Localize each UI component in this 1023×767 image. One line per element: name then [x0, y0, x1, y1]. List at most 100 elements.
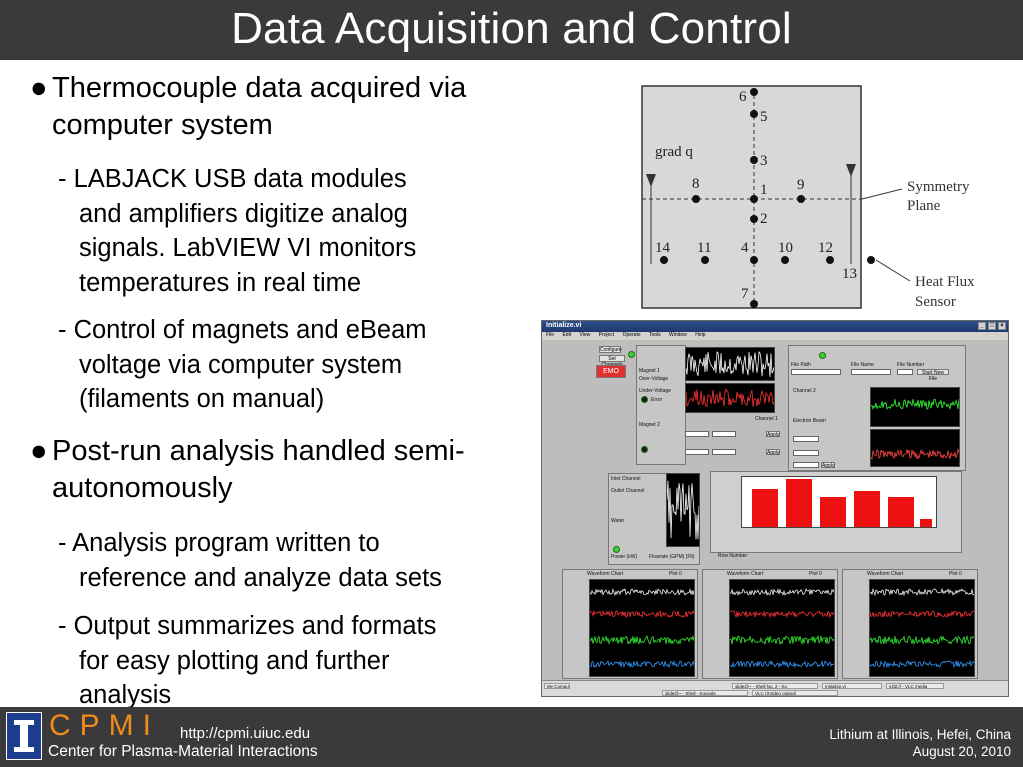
minimize-icon[interactable]: _	[978, 322, 986, 330]
cpmi-url[interactable]: http://cpmi.uiuc.edu	[180, 725, 311, 742]
sub-bullet-2a: - Analysis program written to reference …	[58, 526, 442, 595]
menu-tools[interactable]: Tools	[648, 332, 661, 338]
thermocouple-point	[750, 215, 758, 223]
sub-bullet-line: temperatures in real time	[79, 268, 362, 297]
apply-button[interactable]: Apply	[766, 449, 780, 456]
error-label: Error	[651, 397, 663, 403]
thermocouple-layout-figure: grad q 6 5 3 8 1 9 2 14 11 4 10 1	[641, 85, 975, 310]
status-led	[641, 446, 648, 453]
series-trace	[729, 634, 835, 646]
file-number-field[interactable]	[897, 369, 913, 375]
cpmi-logo	[6, 712, 42, 760]
magnet-voltage-field[interactable]	[712, 431, 736, 437]
sub-bullet-line: - Control of magnets and eBeam	[58, 316, 427, 344]
bullet-2-line-1: Post-run analysis handled semi-	[52, 435, 465, 467]
menu-help[interactable]: Help	[695, 332, 706, 338]
thermocouple-point	[826, 256, 834, 264]
conference-name: Lithium at Illinois, Hefei, China	[829, 727, 1011, 742]
illinois-i-icon	[14, 720, 34, 752]
current-plot-2	[685, 383, 775, 413]
sub-bullet-line: - LABJACK USB data modules	[58, 165, 407, 193]
ebeam-label: Electron Beam	[793, 418, 826, 424]
row-number-label: Row Number	[718, 553, 748, 559]
center-name: Center for Plasma-Material Interactions	[48, 743, 318, 760]
close-icon[interactable]: ×	[998, 322, 1006, 330]
taskbar-my-computer[interactable]: My Computer	[544, 683, 570, 689]
waveform-trace	[666, 480, 700, 540]
taskbar-initialize-vi[interactable]: Initialize.vi	[822, 683, 882, 689]
ebeam-current-plot	[870, 429, 960, 467]
menu-operate[interactable]: Operate	[622, 332, 641, 338]
temperature-bar	[854, 491, 880, 527]
point-label: 1	[760, 182, 768, 198]
point-label: 10	[778, 240, 793, 256]
sub-bullet-line: - Analysis program written to	[58, 529, 380, 557]
magnet-panel: Magnet 1 Over-Voltage Under-Voltage Erro…	[636, 345, 686, 465]
ebeam-voltage-field[interactable]	[793, 450, 819, 456]
set-voltage-field[interactable]	[793, 462, 819, 468]
maximize-icon[interactable]: □	[988, 322, 996, 330]
emo-button[interactable]: EMO	[596, 365, 626, 378]
waveform-trace	[685, 388, 775, 408]
temperature-bar	[920, 519, 932, 527]
set-channels-button[interactable]: Set Channels	[599, 355, 625, 368]
lv-menubar: File Edit View Project Operate Tools Win…	[542, 332, 1008, 340]
sub-bullet-1b: - Control of magnets and eBeam voltage v…	[58, 313, 427, 417]
apply-button[interactable]: Apply	[766, 431, 780, 438]
lv-window-titlebar: Initialize.vi _ □ ×	[542, 321, 1008, 332]
start-new-file-button[interactable]: Start New File	[917, 369, 949, 382]
waveform-chart-label: Waveform Chart	[867, 571, 904, 577]
sub-bullet-line: voltage via computer system	[79, 350, 403, 379]
waveform-chart-label: Waveform Chart	[727, 571, 764, 577]
flowrate-label: Flowrate (GPM) (Flt)	[649, 554, 695, 560]
series-trace	[589, 660, 695, 669]
noise-trace	[685, 350, 775, 377]
under-voltage-label: Under-Voltage	[639, 388, 671, 394]
temperature-bars	[752, 479, 932, 527]
point-label: 6	[739, 89, 747, 105]
magnet-current-field[interactable]	[685, 431, 709, 437]
status-led	[819, 352, 826, 359]
magnet-voltage-field[interactable]	[712, 449, 736, 455]
series-trace	[869, 659, 975, 669]
menu-view[interactable]: View	[579, 332, 591, 338]
waveform-plot	[589, 579, 695, 677]
status-led	[628, 351, 635, 358]
conference-info: Lithium at Illinois, Hefei, China August…	[829, 726, 1011, 760]
status-led	[641, 396, 648, 403]
file-name-field[interactable]	[851, 369, 891, 375]
magnet-current-field[interactable]	[685, 449, 709, 455]
configure-button[interactable]: Configure	[599, 346, 622, 353]
series-trace	[869, 609, 974, 618]
menu-project[interactable]: Project	[598, 332, 615, 338]
bullet-1: ● Thermocouple data acquired via compute…	[30, 70, 466, 144]
noise-trace	[870, 398, 960, 411]
taskbar-v4l2[interactable]: v4l2:// - VLC media	[886, 683, 944, 689]
menu-window[interactable]: Window	[669, 332, 687, 338]
sensor-label-1: Heat Flux	[915, 274, 975, 290]
waveform-chart-1: Waveform Chart Plot 0	[562, 569, 698, 679]
arrow-head-icon	[846, 164, 856, 177]
sub-bullet-line: signals. LabVIEW VI monitors	[79, 234, 417, 262]
menu-edit[interactable]: Edit	[562, 332, 572, 338]
file-path-field[interactable]	[791, 369, 841, 375]
bullet-2-line-2: autonomously	[52, 472, 233, 504]
cpmi-wordmark: CPMI	[49, 709, 160, 742]
bullet-content: ● Thermocouple data acquired via compute…	[0, 0, 540, 709]
apply-button[interactable]: Apply	[821, 462, 835, 469]
target-plate	[641, 85, 862, 309]
ebeam-current-field[interactable]	[793, 436, 819, 442]
point-label: 14	[655, 240, 671, 256]
point-label: 3	[760, 153, 768, 169]
menu-file[interactable]: File	[546, 332, 555, 338]
noise-trace	[870, 448, 960, 460]
status-led	[613, 546, 620, 553]
thermocouple-point	[750, 88, 758, 96]
taskbar-konsole[interactable]: slide@~ - Shell - Konsole	[662, 690, 748, 696]
symmetry-label-2: Plane	[907, 198, 941, 214]
bullet-dot: ●	[30, 435, 48, 467]
grad-q-label: grad q	[655, 144, 693, 160]
taskbar-vlc[interactable]: VLC (XVideo output)	[752, 690, 838, 696]
series-trace	[589, 587, 695, 597]
taskbar-shell-2[interactable]: slide@~ - Shell No. 2 - Ko	[732, 683, 818, 689]
